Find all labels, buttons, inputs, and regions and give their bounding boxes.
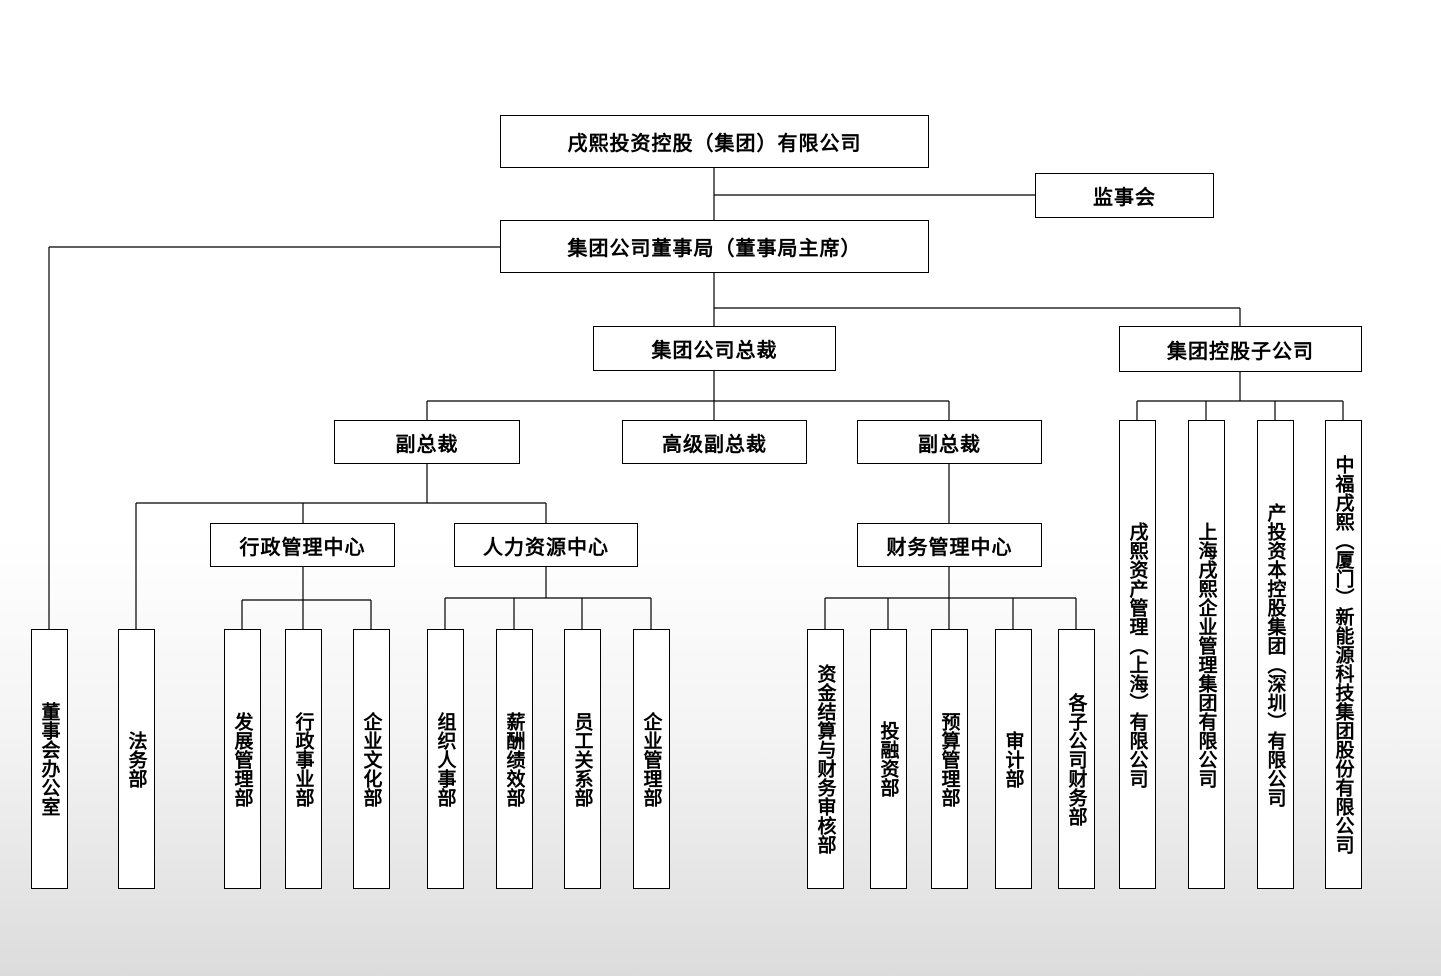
sub-shanghai-mgmt: 上海戌熙企业管理集团有限公司 [1188,420,1225,889]
dept-sub-finance: 各子公司财务部 [1058,629,1095,889]
dept-budget: 预算管理部 [931,629,968,889]
sub-industry-capital: 产投资本控股集团（深圳）有限公司 [1257,420,1294,889]
dept-audit: 审计部 [995,629,1032,889]
sub-asset-mgmt: 戌熙资产管理（上海）有限公司 [1119,420,1156,889]
dept-enterprise-mgmt: 企业管理部 [633,629,670,889]
dept-board-office: 董事会办公室 [31,629,68,889]
company-box: 戌熙投资控股（集团）有限公司 [500,115,929,168]
dept-development: 发展管理部 [224,629,261,889]
finance-center-box: 财务管理中心 [857,523,1042,567]
dept-culture: 企业文化部 [353,629,390,889]
dept-settlement-audit: 资金结算与财务审核部 [807,629,844,889]
hr-center-box: 人力资源中心 [454,523,638,567]
svp-box: 高级副总裁 [622,420,807,464]
vp-left-box: 副总裁 [334,420,520,464]
dept-legal: 法务部 [118,629,155,889]
dept-compensation: 薪酬绩效部 [496,629,533,889]
board-box: 集团公司董事局（董事局主席） [500,220,929,273]
dept-investment: 投融资部 [870,629,907,889]
supervisory-board-box: 监事会 [1035,173,1214,218]
dept-employee-relations: 员工关系部 [564,629,601,889]
admin-center-box: 行政管理中心 [210,523,395,567]
dept-admin-affairs: 行政事业部 [285,629,322,889]
subsidiaries-box: 集团控股子公司 [1119,326,1362,372]
sub-new-energy: 中福戌熙（厦门）新能源科技集团股份有限公司 [1325,420,1362,889]
vp-right-box: 副总裁 [857,420,1042,464]
dept-personnel: 组织人事部 [427,629,464,889]
president-box: 集团公司总裁 [593,326,836,371]
